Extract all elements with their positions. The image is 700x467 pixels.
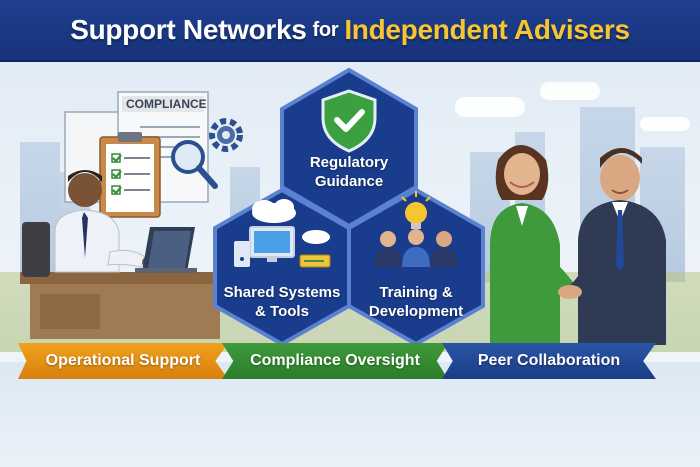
businessman (568, 148, 666, 345)
handshake (558, 285, 582, 299)
businesswoman (490, 145, 575, 345)
desk-top (20, 272, 220, 284)
adviser-illustration (20, 91, 243, 339)
cloud (640, 117, 690, 131)
shield-check-icon (321, 89, 377, 153)
adviser-person (54, 170, 152, 273)
cloud (455, 97, 525, 117)
title-main: Support Networks (70, 14, 307, 45)
header-banner: Support Networks for Independent Adviser… (0, 0, 700, 62)
handshake-illustration (490, 145, 666, 345)
document-header (122, 96, 204, 112)
lightbulb-team-icon (374, 191, 458, 267)
hex-shared-systems: Shared Systems & Tools (212, 187, 352, 347)
hex-training-development: Training & Development (346, 187, 486, 347)
hex-training-line2: Development (368, 303, 464, 320)
hex-regulatory-line1: Regulatory (309, 154, 389, 171)
hex-training-line1: Training & (379, 284, 453, 301)
hex-shared-line1: Shared Systems (223, 284, 341, 301)
title-connector: for (312, 18, 339, 41)
hex-shared-line2: & Tools (255, 303, 309, 320)
ribbon-compliance-oversight: Compliance Oversight (222, 343, 448, 379)
cloud (540, 82, 600, 100)
laptop-icon (135, 227, 197, 273)
ribbon-operational-support: Operational Support (18, 343, 228, 379)
hex-regulatory-line2: Guidance (314, 173, 384, 190)
chair (22, 222, 50, 277)
ribbon-peer-collaboration: Peer Collaboration (442, 343, 656, 379)
title-highlight: Independent Advisers (344, 14, 630, 45)
gear-icon (209, 118, 243, 152)
cloud-computer-icon (234, 199, 331, 268)
magnifier-icon (171, 140, 218, 189)
ground (0, 362, 700, 467)
compliance-label: COMPLIANCE (126, 97, 207, 111)
hex-regulatory-guidance: Regulatory Guidance (279, 67, 419, 229)
